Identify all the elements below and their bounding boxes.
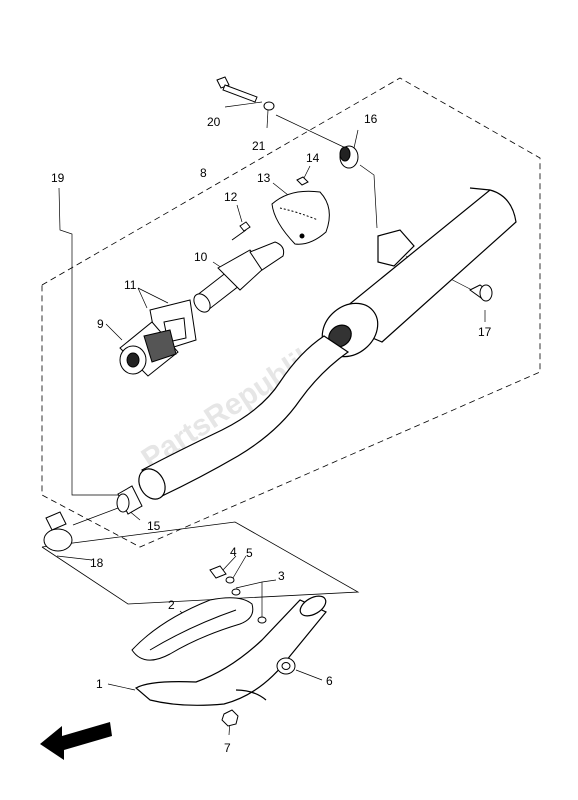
muffler-group-outline xyxy=(41,77,541,548)
muffler xyxy=(321,187,517,358)
part-label-20: 20 xyxy=(207,115,221,129)
part-label-1: 1 xyxy=(96,677,103,691)
screw-14 xyxy=(296,176,309,186)
washer-5 xyxy=(225,576,235,584)
part-label-12: 12 xyxy=(224,190,238,204)
part-label-9: 9 xyxy=(97,317,104,331)
part-label-14: 14 xyxy=(306,151,320,165)
part-label-10: 10 xyxy=(194,250,208,264)
tail-pipe-10 xyxy=(193,241,285,313)
nut-7 xyxy=(221,709,239,727)
part-label-2: 2 xyxy=(168,598,175,612)
bolt-4 xyxy=(209,565,227,579)
part-label-17: 17 xyxy=(478,325,492,339)
heat-guard-2 xyxy=(131,597,254,661)
part-label-18: 18 xyxy=(90,556,104,570)
exhaust-pipe-1 xyxy=(134,595,327,706)
part-label-4: 4 xyxy=(230,545,237,559)
part-label-19: 19 xyxy=(51,171,65,185)
front-arrow-icon xyxy=(40,722,112,760)
bolt-20 xyxy=(216,76,258,103)
bolt-17 xyxy=(469,284,493,302)
part-label-11: 11 xyxy=(124,278,137,292)
washer-3 xyxy=(231,588,267,624)
part-label-3: 3 xyxy=(278,569,285,583)
part-label-21: 21 xyxy=(252,139,266,153)
part-label-5: 5 xyxy=(246,546,253,560)
insert-9 xyxy=(119,321,179,377)
gasket-6 xyxy=(276,657,296,675)
sleeve-15 xyxy=(116,485,143,515)
clamp-18 xyxy=(43,511,73,552)
part-label-16: 16 xyxy=(364,112,378,126)
part-label-8: 8 xyxy=(200,166,207,180)
part-label-13: 13 xyxy=(257,171,271,185)
part-labels: 1 2 3 4 5 6 7 8 9 10 11 12 13 14 15 16 1… xyxy=(51,112,492,755)
bolt-12 xyxy=(231,221,251,241)
washer-21 xyxy=(263,101,275,111)
muffler-pipe-8 xyxy=(138,335,350,500)
end-cap-13 xyxy=(271,190,330,245)
grommet-16 xyxy=(339,145,359,169)
pipe-group-outline xyxy=(41,521,360,605)
part-label-6: 6 xyxy=(326,674,333,688)
part-label-7: 7 xyxy=(224,741,231,755)
part-label-15: 15 xyxy=(147,519,161,533)
